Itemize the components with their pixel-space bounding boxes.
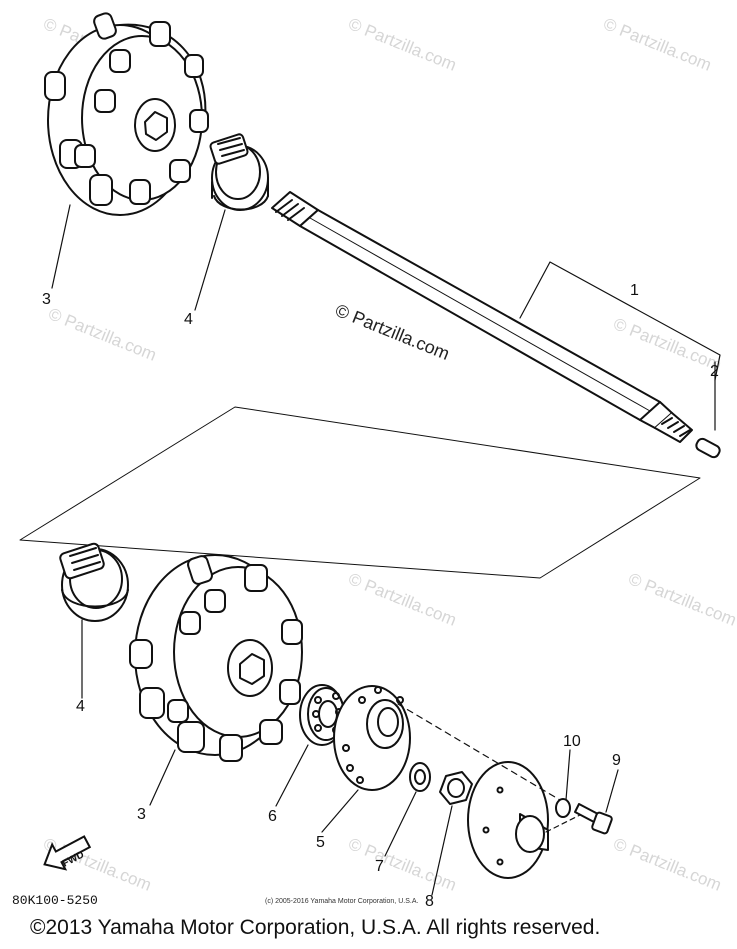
callout-9[interactable]: 9 [612,752,621,769]
callout-10[interactable]: 10 [563,733,581,750]
clamp-bottom-illustration [59,542,129,622]
callout-6[interactable]: 6 [268,808,277,825]
lockwasher-illustration [555,798,571,818]
bolt-illustration [574,803,613,835]
callout-3-top[interactable]: 3 [42,291,51,308]
small-copyright: (c) 2005-2016 Yamaha Motor Corporation, … [265,898,419,905]
fwd-arrow-icon [43,835,92,871]
plug-illustration [695,437,721,459]
callout-8[interactable]: 8 [425,893,434,910]
clamp-top-illustration [209,133,269,211]
callout-4-top[interactable]: 4 [184,311,193,328]
callout-4-bottom[interactable]: 4 [76,698,85,715]
callout-1[interactable]: 1 [630,282,639,299]
sprocket-top-illustration [44,12,209,216]
sprocket-bottom-illustration [129,554,303,762]
part-number: 80K100-5250 [12,893,98,908]
washer-illustration [409,762,431,792]
footer-copyright: ©2013 Yamaha Motor Corporation, U.S.A. A… [30,916,601,939]
housing-illustration [333,685,411,791]
bearing-illustration [299,684,345,746]
nut-illustration [439,771,473,805]
callout-5[interactable]: 5 [316,834,325,851]
callout-3-bottom[interactable]: 3 [137,806,146,823]
shaft-illustration [271,191,693,443]
callout-2[interactable]: 2 [710,363,719,380]
outer-plate-illustration [467,761,549,879]
callout-7[interactable]: 7 [375,858,384,875]
